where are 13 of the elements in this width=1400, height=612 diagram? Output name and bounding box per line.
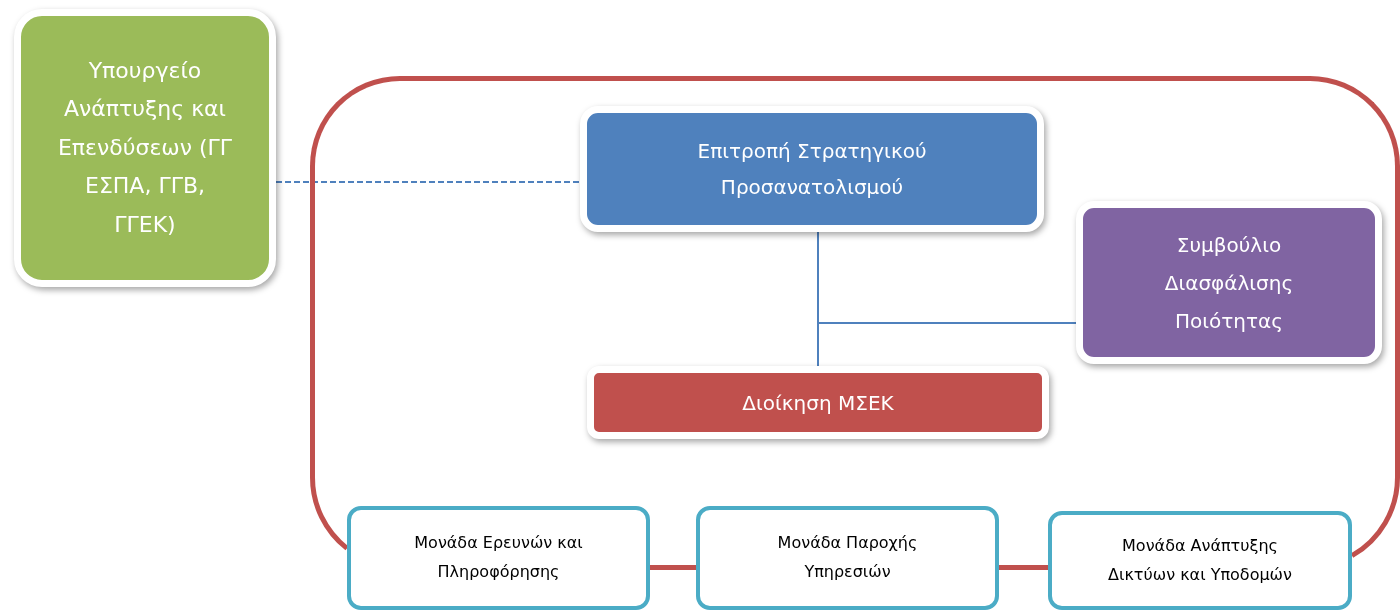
box-label: Υπουργείο Ανάπτυξης και Επενδύσεων (ΓΓ ΕΣΠΑ, ΓΓΒ, ΓΓΕΚ) <box>56 56 234 239</box>
connector-line <box>817 322 1077 367</box>
unit-box <box>696 506 999 610</box>
dashed-connector <box>275 181 581 183</box>
unit-box <box>347 506 650 610</box>
box-label: Συμβούλιο Διασφάλισης Ποιότητας <box>1163 231 1295 335</box>
box-label: Μονάδα Ανάπτυξης Δικτύων και Υποδομών <box>1107 534 1293 586</box>
box-label: Επιτροπή Στρατηγικού Προσανατολισμού <box>696 138 928 201</box>
organization-frame <box>310 76 1400 478</box>
unit-box <box>1048 511 1352 610</box>
box-label: Μονάδα Παροχής Υπηρεσιών <box>776 532 919 583</box>
box-label: Μονάδα Ερευνών και Πληροφόρησης <box>413 532 584 583</box>
box-label: Διοίκηση ΜΣΕΚ <box>742 389 894 416</box>
